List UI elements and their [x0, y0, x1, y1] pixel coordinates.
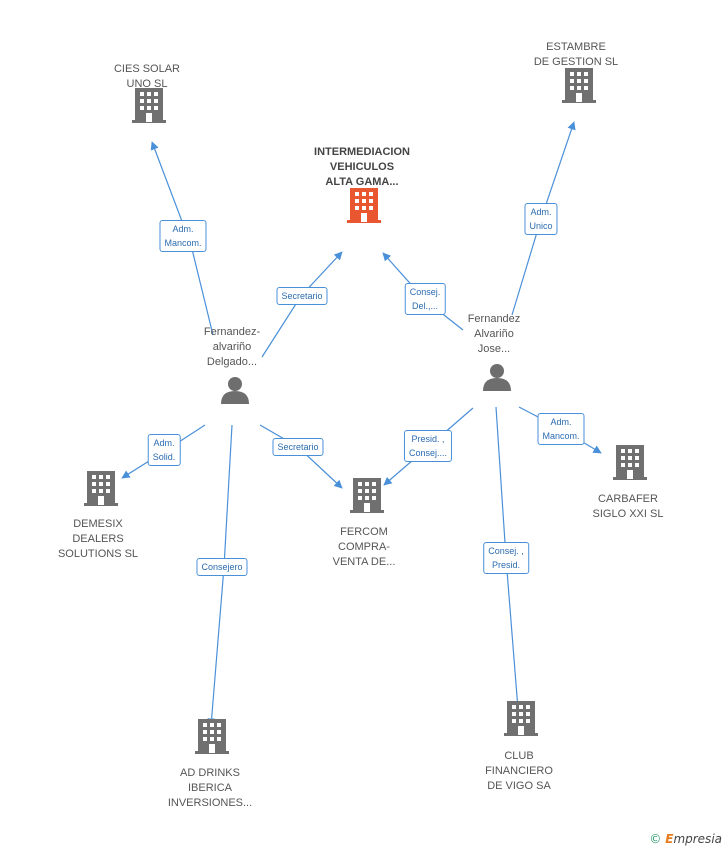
node-label-line: COMPRA- — [338, 541, 390, 553]
building-icon[interactable] — [195, 719, 229, 754]
node-label-line: ESTAMBRE — [546, 41, 606, 53]
node-label-line: VEHICULOS — [329, 161, 395, 173]
company-name-fercom[interactable]: FERCOM COMPRA- VENTA DE... — [333, 525, 396, 570]
node-label-line: Jose... — [477, 343, 511, 355]
company-name-main[interactable]: INTERMEDIACION VEHICULOS ALTA GAMA... — [314, 145, 410, 190]
relation-label-line: Consej.... — [408, 448, 448, 458]
relation-label-line: Mancom. — [164, 238, 202, 248]
relation-label-p1-demesix[interactable]: Adm. Solid. — [147, 434, 181, 466]
relation-label-line: Consej. — [409, 287, 441, 297]
relation-label-line: Adm. — [530, 207, 552, 217]
node-label-line: DEMESIX — [73, 518, 123, 530]
company-name-ad[interactable]: AD DRINKS IBERICA INVERSIONES... — [168, 766, 252, 811]
relation-label-p1-main[interactable]: Secretario — [276, 287, 328, 305]
relation-label-p2-estambre[interactable]: Adm. Unico — [524, 203, 558, 235]
node-label-line: DE GESTION SL — [533, 56, 619, 68]
node-label-line: AD DRINKS — [180, 767, 240, 779]
copyright-symbol: © — [649, 832, 662, 846]
building-icon[interactable] — [132, 88, 166, 123]
brand-initial: E — [665, 832, 674, 846]
relation-label-line: Del.,... — [411, 301, 439, 311]
company-name-demesix[interactable]: DEMESIX DEALERS SOLUTIONS SL — [58, 517, 138, 562]
node-label-line: alvariño — [212, 341, 252, 353]
node-label-line: CARBAFER — [598, 493, 658, 505]
company-name-club[interactable]: CLUB FINANCIERO DE VIGO SA — [485, 749, 553, 794]
footer-brand: © Empresia — [649, 832, 722, 846]
relation-label-line: Presid. — [491, 560, 520, 570]
relation-label-line: Secretario — [277, 442, 319, 452]
person-icon[interactable] — [483, 364, 511, 391]
node-label-line: FINANCIERO — [485, 765, 553, 777]
node-label-line: SOLUTIONS SL — [57, 548, 139, 560]
relation-label-line: Adm. — [550, 417, 572, 427]
relation-label-p1-fercom[interactable]: Secretario — [272, 438, 324, 456]
relation-label-line: Presid. , — [411, 434, 445, 444]
node-label-line: CIES SOLAR — [113, 63, 181, 75]
relation-label-line: Unico — [529, 221, 553, 231]
relation-label-line: Adm. — [153, 438, 175, 448]
building-icon[interactable] — [84, 471, 118, 506]
building-icon[interactable] — [562, 68, 596, 103]
relation-label-line: Adm. — [172, 224, 194, 234]
node-label-line: DE VIGO SA — [487, 780, 551, 792]
building-icon[interactable] — [350, 478, 384, 513]
node-label-line: Alvariño — [474, 328, 514, 340]
node-label-line: Delgado... — [206, 356, 258, 368]
company-name-estambre[interactable]: ESTAMBRE DE GESTION SL — [534, 40, 618, 70]
relation-label-line: Solid. — [152, 452, 176, 462]
relation-label-p2-club[interactable]: Consej. , Presid. — [483, 542, 529, 574]
node-label-line: VENTA DE... — [332, 556, 396, 568]
node-label-line: CLUB — [504, 750, 534, 762]
brand-rest: mpresia — [673, 832, 722, 846]
node-label-line: FERCOM — [340, 526, 388, 538]
node-label-line: DEALERS — [72, 533, 124, 545]
relation-label-p1-cies[interactable]: Adm. Mancom. — [159, 220, 207, 252]
relation-label-line: Secretario — [281, 291, 323, 301]
company-name-cies[interactable]: CIES SOLAR UNO SL — [114, 62, 180, 92]
node-label-line: SIGLO XXI SL — [592, 508, 664, 520]
node-label-line: IBERICA — [187, 782, 233, 794]
building-icon[interactable] — [347, 188, 381, 223]
building-icon[interactable] — [613, 445, 647, 480]
person-icon[interactable] — [221, 377, 249, 404]
brand-name: Empresia — [665, 832, 722, 846]
relation-label-p1-ad[interactable]: Consejero — [196, 558, 248, 576]
relation-label-p2-main[interactable]: Consej. Del.,... — [404, 283, 446, 315]
node-label-line: INTERMEDIACION — [314, 146, 410, 158]
node-label-line: Fernandez- — [203, 326, 261, 338]
company-name-carbafer[interactable]: CARBAFER SIGLO XXI SL — [593, 492, 664, 522]
node-label-line: Fernandez — [467, 313, 521, 325]
building-icon[interactable] — [504, 701, 538, 736]
edge-p1-fercom — [259, 424, 343, 489]
node-label-line: ALTA GAMA... — [325, 176, 399, 188]
relation-label-line: Mancom. — [542, 431, 580, 441]
node-label-line: INVERSIONES... — [167, 797, 253, 809]
node-label-line: UNO SL — [126, 78, 168, 90]
relation-label-line: Consejero — [201, 562, 243, 572]
relation-label-p2-fercom[interactable]: Presid. , Consej.... — [403, 430, 453, 462]
relation-label-p2-carbafer[interactable]: Adm. Mancom. — [537, 413, 585, 445]
relation-label-line: Consej. , — [488, 546, 524, 556]
